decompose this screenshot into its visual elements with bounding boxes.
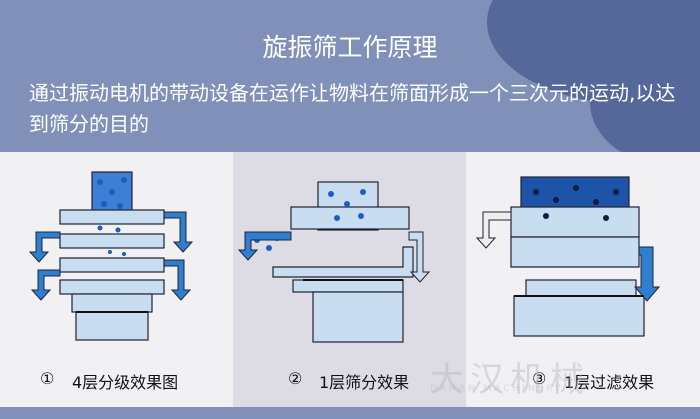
panel-caption: 4层分级效果图 (72, 373, 179, 392)
page-title: 旋振筛工作原理 (262, 33, 438, 62)
four-layer-sieve-diagram (28, 171, 194, 341)
panel-1-layer-filtering: ③ 1层过滤效果 (466, 152, 700, 407)
screening-diagram (237, 181, 431, 343)
header: 旋振筛工作原理 通过振动电机的带动设备在运作让物料在筛面形成一个三次元的运动,以… (0, 0, 700, 152)
panel-4-layer: ① 4层分级效果图 (0, 152, 233, 407)
panel-number: ② (288, 369, 303, 388)
footer-bar (0, 407, 700, 419)
panel-1-layer-screening: ② 1层筛分效果 (233, 152, 466, 407)
panel-number: ③ (532, 369, 547, 388)
panel-caption: 1层过滤效果 (564, 373, 655, 392)
filtering-diagram (475, 176, 661, 337)
panel-number: ① (40, 369, 55, 388)
panel-caption: 1层筛分效果 (319, 373, 410, 392)
description: 通过振动电机的带动设备在运作让物料在筛面形成一个三次元的运动,以达到筛分的目的 (29, 81, 676, 136)
